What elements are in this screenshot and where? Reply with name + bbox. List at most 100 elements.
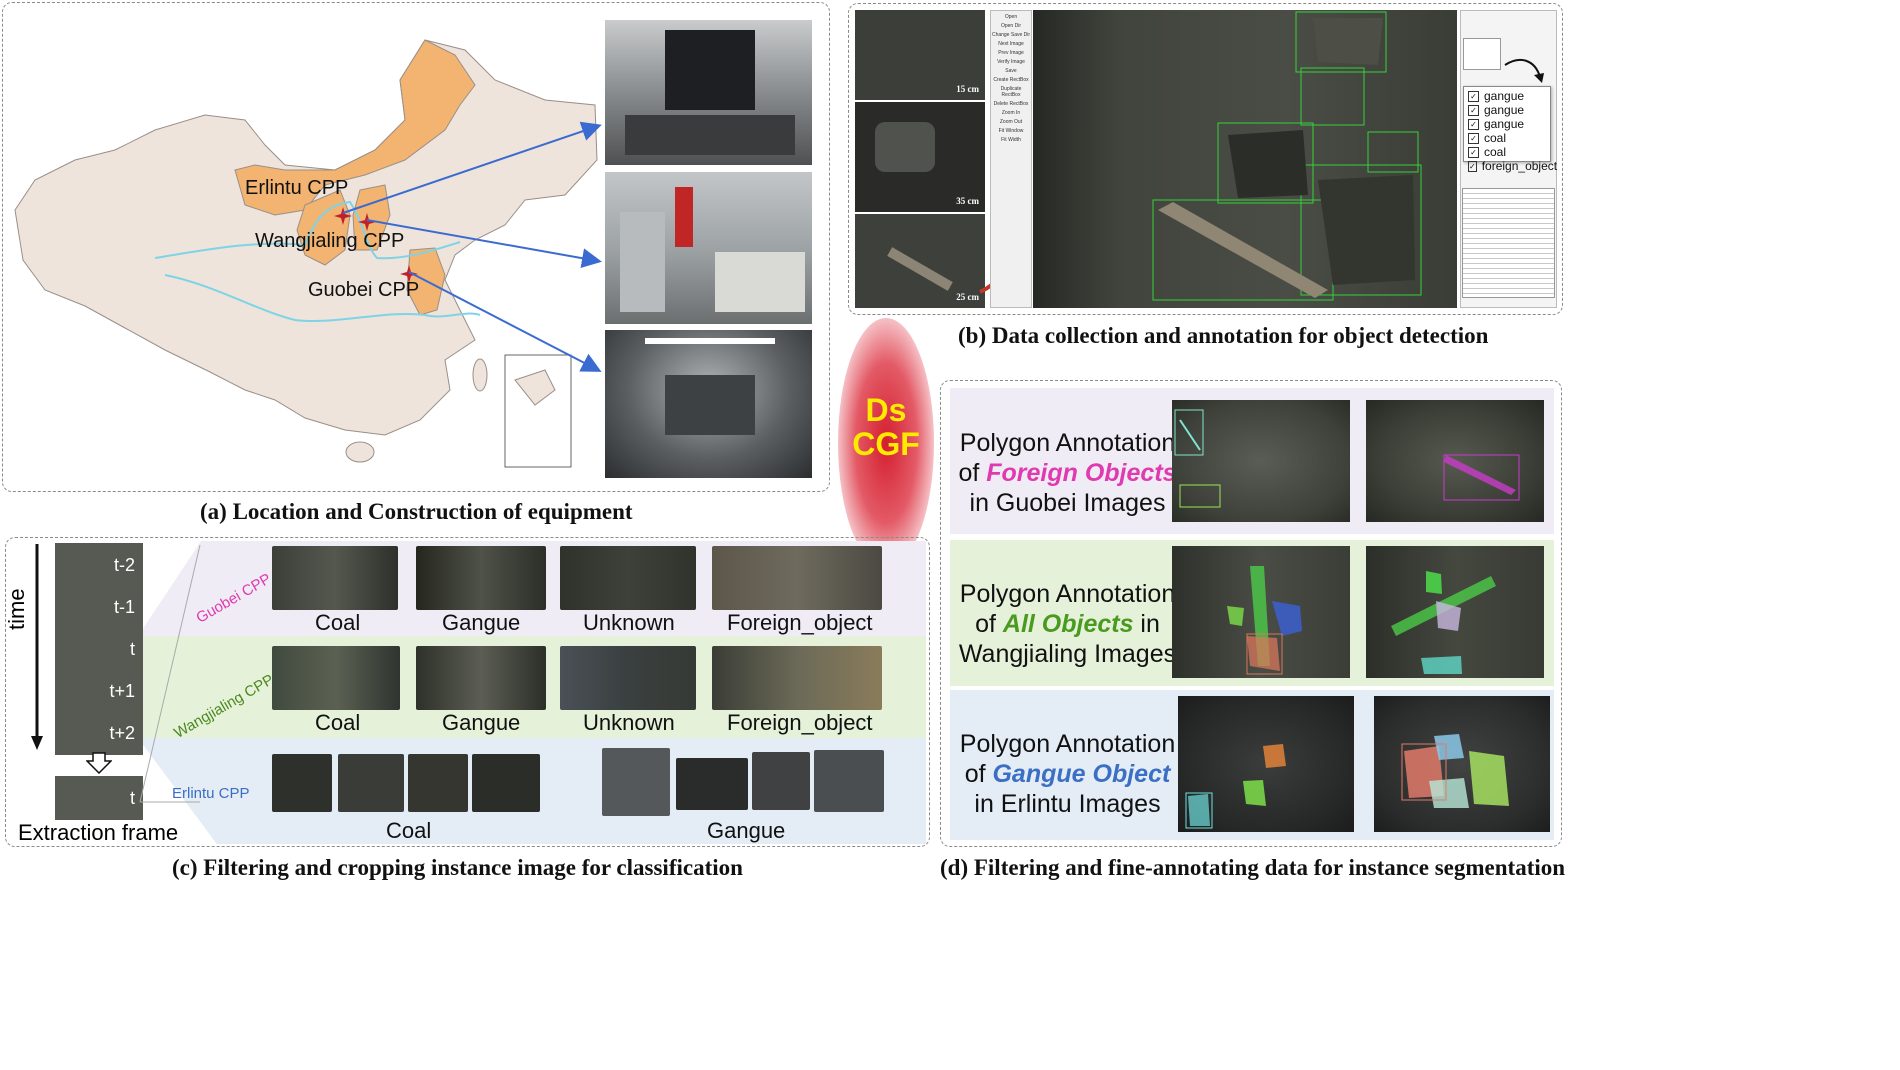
class-label: gangue [1484,89,1525,103]
guobei-marker [400,265,418,283]
annotation-emphasis: All Objects [1002,610,1134,638]
panel-a-caption: (a) Location and Construction of equipme… [200,499,633,524]
tool-duplicate-rectbox[interactable]: Duplicate RectBox [1000,86,1022,98]
bounding-boxes [1152,11,1422,301]
seg-image-wangjialing-1 [1172,546,1350,678]
time-arrow-icon [31,544,43,750]
tool-create-rectbox[interactable]: Create RectBox [993,77,1029,83]
tool-zoom-out[interactable]: Zoom Out [999,119,1023,125]
tool-zoom-in[interactable]: Zoom In [1001,110,1021,116]
plant-label-wangjialing: Wangjialing CPP [255,230,405,252]
belt-image-1: 15 cm [855,10,985,100]
crop-unknown-guobei [560,546,696,610]
class-checkbox[interactable]: ✓gangue [1468,103,1546,117]
annotation-pre: of [975,610,1003,638]
class-list-zoom: ✓gangue ✓gangue ✓gangue ✓coal ✓coal ✓for… [1463,86,1557,173]
class-checkbox[interactable]: ✓coal [1468,145,1546,159]
crop-coal-erlintu-4 [472,754,540,812]
annotation-line: Polygon Annotation [959,429,1176,457]
wangjialing-marker [358,213,376,231]
class-label: Coal [315,610,361,635]
panel-c-frame [5,537,930,847]
annotation-line: of Gangue Object [955,759,1180,789]
class-checkbox[interactable]: ✓coal [1468,131,1546,145]
yellow-river [154,200,461,260]
tool-save[interactable]: Save [1005,68,1017,74]
hainan [345,441,375,463]
crop-coal-erlintu-2 [338,754,404,812]
annotation-emphasis: Foreign Objects [986,459,1177,487]
annotation-canvas[interactable] [1033,10,1457,308]
tool-open-dir[interactable]: Open Dir [1000,23,1021,29]
class-label: coal [1484,131,1507,145]
class-label: Unknown [583,710,675,735]
seg-image-erlintu-2 [1374,696,1550,832]
class-label: Foreign_object [727,610,873,635]
crop-gangue-erlintu-2 [676,758,748,810]
panel-a-frame [2,2,830,492]
class-label: Coal [315,710,361,735]
class-checkbox[interactable]: ✓foreign_object [1468,159,1558,173]
taiwan [472,358,488,392]
panel-c-caption: (c) Filtering and cropping instance imag… [172,855,743,880]
annotation-pre: of [964,760,993,788]
row-label-erlintu: Erlintu CPP [172,785,250,802]
scale-label: 25 cm [956,292,979,302]
label-list-small [1463,38,1501,70]
class-checkbox[interactable]: ✓gangue [1468,117,1546,131]
dscgf-line2: CGF [852,426,920,462]
crop-coal-guobei [272,546,398,610]
class-checkbox[interactable]: ✓gangue [1468,89,1546,103]
tool-verify-image[interactable]: Verify Image [997,59,1025,65]
annotation-line: in Guobei Images [969,489,1166,517]
tool-next-image[interactable]: Next Image [998,41,1024,47]
annotation-toolbar: Open Open Dir Change Save Dir Next Image… [990,10,1032,308]
equipment-photo-guobei [605,330,812,478]
tool-delete-rectbox[interactable]: Delete RectBox [993,101,1029,107]
class-label: Coal [386,818,432,843]
crop-gangue-guobei [416,546,546,610]
crop-coal-erlintu-3 [408,754,468,812]
down-arrow-icon [86,752,112,774]
tool-fit-width[interactable]: Fit Width [1001,137,1021,143]
location-arrows [342,121,602,372]
annotation-text-guobei: Polygon Annotation of Foreign Objects in… [955,428,1180,518]
frame-t+2: t+2 [55,711,143,755]
panel-d-frame [940,380,1562,847]
frame-t-2: t-2 [55,543,143,587]
class-label: Gangue [442,710,521,735]
crop-gangue-erlintu-1 [602,748,670,816]
tool-prev-image[interactable]: Prev Image [998,50,1024,56]
annotation-emphasis: Gangue Object [992,760,1171,788]
annotation-text-erlintu: Polygon Annotation of Gangue Object in E… [955,729,1180,819]
frame-t-1: t-1 [55,585,143,629]
shaanxi [296,189,351,266]
panel-b-frame [848,3,1563,315]
annotation-line: of Foreign Objects [955,458,1180,488]
frame-t: t [55,627,143,671]
crop-unknown-wangjialing [560,646,696,710]
frame-t+1: t+1 [55,669,143,713]
annotation-pre: of [958,459,987,487]
seg-image-wangjialing-2 [1366,546,1544,678]
tool-change-save-dir[interactable]: Change Save Dir [991,32,1031,38]
annotation-post: in [1133,610,1160,638]
equipment-photo-wangjialing [605,172,812,324]
annotation-line: Polygon Annotation [959,730,1176,758]
belt-image-3: 25 cm [855,214,985,308]
annotation-line: Wangjialing Images [958,640,1177,668]
dscgf-badge [838,318,934,568]
yangtze-river [164,274,481,323]
panel-b-caption: (b) Data collection and annotation for o… [958,323,1489,348]
class-label: Foreign_object [727,710,873,735]
plant-label-erlintu: Erlintu CPP [245,177,349,199]
class-label: Gangue [442,610,521,635]
class-label: Unknown [583,610,675,635]
tool-fit-window[interactable]: Fit Window [998,128,1024,134]
annotation-line: of All Objects in [955,609,1180,639]
shanxi [352,184,391,251]
scale-label: 15 cm [956,84,979,94]
tool-open[interactable]: Open [1004,14,1018,20]
seg-image-erlintu-1 [1178,696,1354,832]
equipment-photo-erlintu [605,20,812,165]
